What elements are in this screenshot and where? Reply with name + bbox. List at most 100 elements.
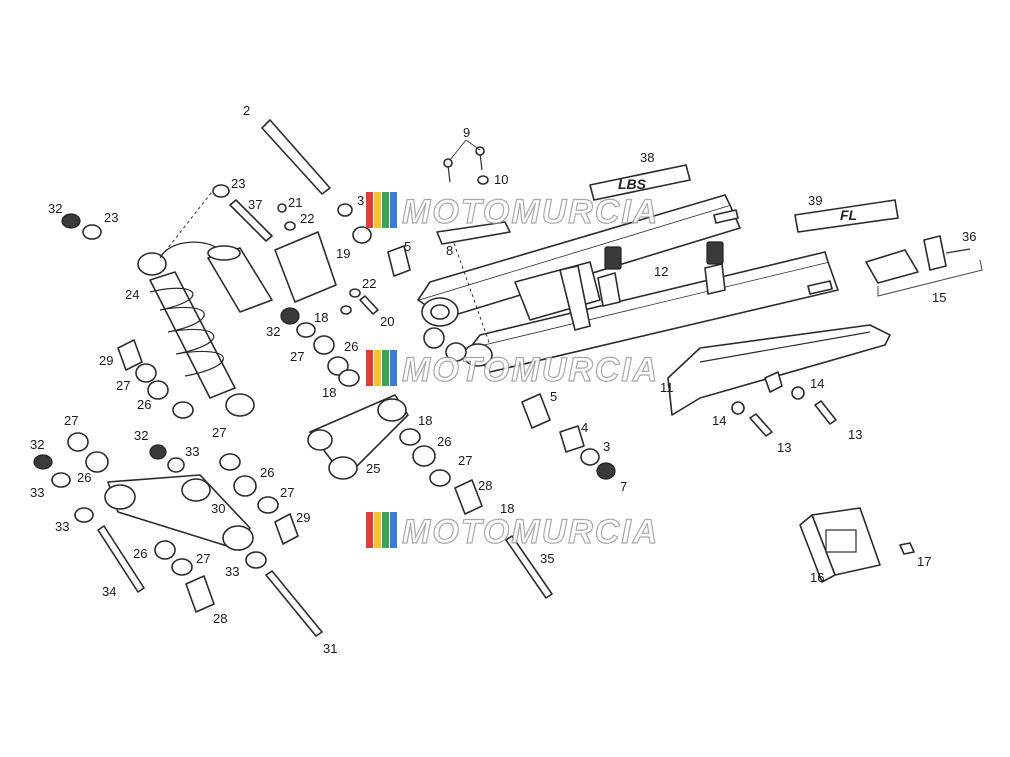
decal-38: LBS — [589, 164, 691, 201]
callout-18: 18 — [314, 310, 328, 325]
callout-22: 22 — [362, 276, 376, 291]
callout-32: 32 — [266, 324, 280, 339]
callout-33: 33 — [225, 564, 239, 579]
callout-8: 8 — [446, 243, 453, 258]
watermark-stripe — [366, 350, 373, 386]
callout-36: 36 — [962, 229, 976, 244]
callout-33: 33 — [55, 519, 69, 534]
watermark-stripe — [374, 192, 381, 228]
callout-30: 30 — [211, 501, 225, 516]
watermark-stripe — [374, 512, 381, 548]
watermark-stripe — [366, 512, 373, 548]
callout-25: 25 — [366, 461, 380, 476]
watermark-text: MOTOMURCIA — [402, 351, 659, 389]
swingarm — [417, 194, 839, 373]
callout-18: 18 — [322, 385, 336, 400]
watermark-stripe — [390, 192, 397, 228]
callout-3: 3 — [357, 193, 364, 208]
callout-33: 33 — [185, 444, 199, 459]
callout-27: 27 — [196, 551, 210, 566]
watermark-text: MOTOMURCIA — [402, 193, 659, 231]
callout-37: 37 — [248, 197, 262, 212]
callout-27: 27 — [458, 453, 472, 468]
watermark-text: MOTOMURCIA — [402, 513, 659, 551]
callout-27: 27 — [116, 378, 130, 393]
callout-32: 32 — [30, 437, 44, 452]
callout-18: 18 — [418, 413, 432, 428]
callout-17: 17 — [917, 554, 931, 569]
watermark-top: MOTOMURCIA — [366, 192, 659, 232]
callout-26: 26 — [133, 546, 147, 561]
callout-26: 26 — [77, 470, 91, 485]
shock-cover — [274, 231, 337, 303]
watermark-stripe — [382, 192, 389, 228]
callout-13: 13 — [777, 440, 791, 455]
callout-10: 10 — [494, 172, 508, 187]
callout-16: 16 — [810, 570, 824, 585]
watermark-stripe — [366, 192, 373, 228]
watermark-stripe — [374, 350, 381, 386]
callout-3: 3 — [603, 439, 610, 454]
callout-28: 28 — [478, 478, 492, 493]
bolt-long — [261, 119, 331, 195]
callout-2: 2 — [243, 103, 250, 118]
small-bolt — [359, 295, 379, 315]
callout-28: 28 — [213, 611, 227, 626]
callout-11: 11 — [660, 380, 674, 395]
callout-26: 26 — [137, 397, 151, 412]
callout-39: 39 — [808, 193, 822, 208]
callout-7: 7 — [620, 479, 627, 494]
nut — [477, 175, 489, 185]
watermark-bottom: MOTOMURCIA — [366, 512, 659, 552]
callout-32: 32 — [134, 428, 148, 443]
guide-plate — [436, 221, 511, 245]
chain-adjuster-group — [865, 235, 983, 297]
bolt — [265, 570, 323, 637]
callout-29: 29 — [99, 353, 113, 368]
callout-26: 26 — [344, 339, 358, 354]
callout-14: 14 — [810, 376, 824, 391]
callout-34: 34 — [102, 584, 116, 599]
decal-39: FL — [794, 199, 899, 233]
callout-15: 15 — [932, 290, 946, 305]
callout-29: 29 — [296, 510, 310, 525]
callout-4: 4 — [581, 420, 588, 435]
callout-38: 38 — [640, 150, 654, 165]
chain-guard — [667, 324, 891, 416]
decal-38-text: LBS — [618, 176, 647, 192]
callout-14: 14 — [712, 413, 726, 428]
callout-27: 27 — [290, 349, 304, 364]
callout-18: 18 — [500, 501, 514, 516]
callout-27: 27 — [64, 413, 78, 428]
callout-5: 5 — [404, 239, 411, 254]
watermark-stripe — [382, 512, 389, 548]
callout-33: 33 — [30, 485, 44, 500]
callout-35: 35 — [540, 551, 554, 566]
watermark-stripe — [390, 350, 397, 386]
callout-22: 22 — [300, 211, 314, 226]
decal-39-text: FL — [840, 207, 857, 223]
watermark-stripe — [390, 512, 397, 548]
rocker-link — [307, 394, 409, 480]
callout-labels: 2 9 10 38 39 36 23 37 21 22 32 23 3 4 5 … — [30, 103, 976, 656]
rubber-block — [604, 246, 622, 270]
small-parts — [33, 184, 837, 613]
bolt — [505, 535, 553, 599]
callout-5: 5 — [550, 389, 557, 404]
shock-absorber — [137, 241, 273, 417]
callout-19: 19 — [336, 246, 350, 261]
callout-12: 12 — [654, 264, 668, 279]
bolt — [97, 525, 145, 593]
callout-21: 21 — [288, 195, 302, 210]
callout-24: 24 — [125, 287, 139, 302]
watermark-middle: MOTOMURCIA — [366, 350, 659, 390]
callout-27: 27 — [212, 425, 226, 440]
linkage-arm — [104, 474, 254, 551]
callout-27: 27 — [280, 485, 294, 500]
chain-guide — [799, 507, 915, 583]
callout-13: 13 — [848, 427, 862, 442]
callout-20: 20 — [380, 314, 394, 329]
callout-23: 23 — [231, 176, 245, 191]
callout-23: 23 — [104, 210, 118, 225]
